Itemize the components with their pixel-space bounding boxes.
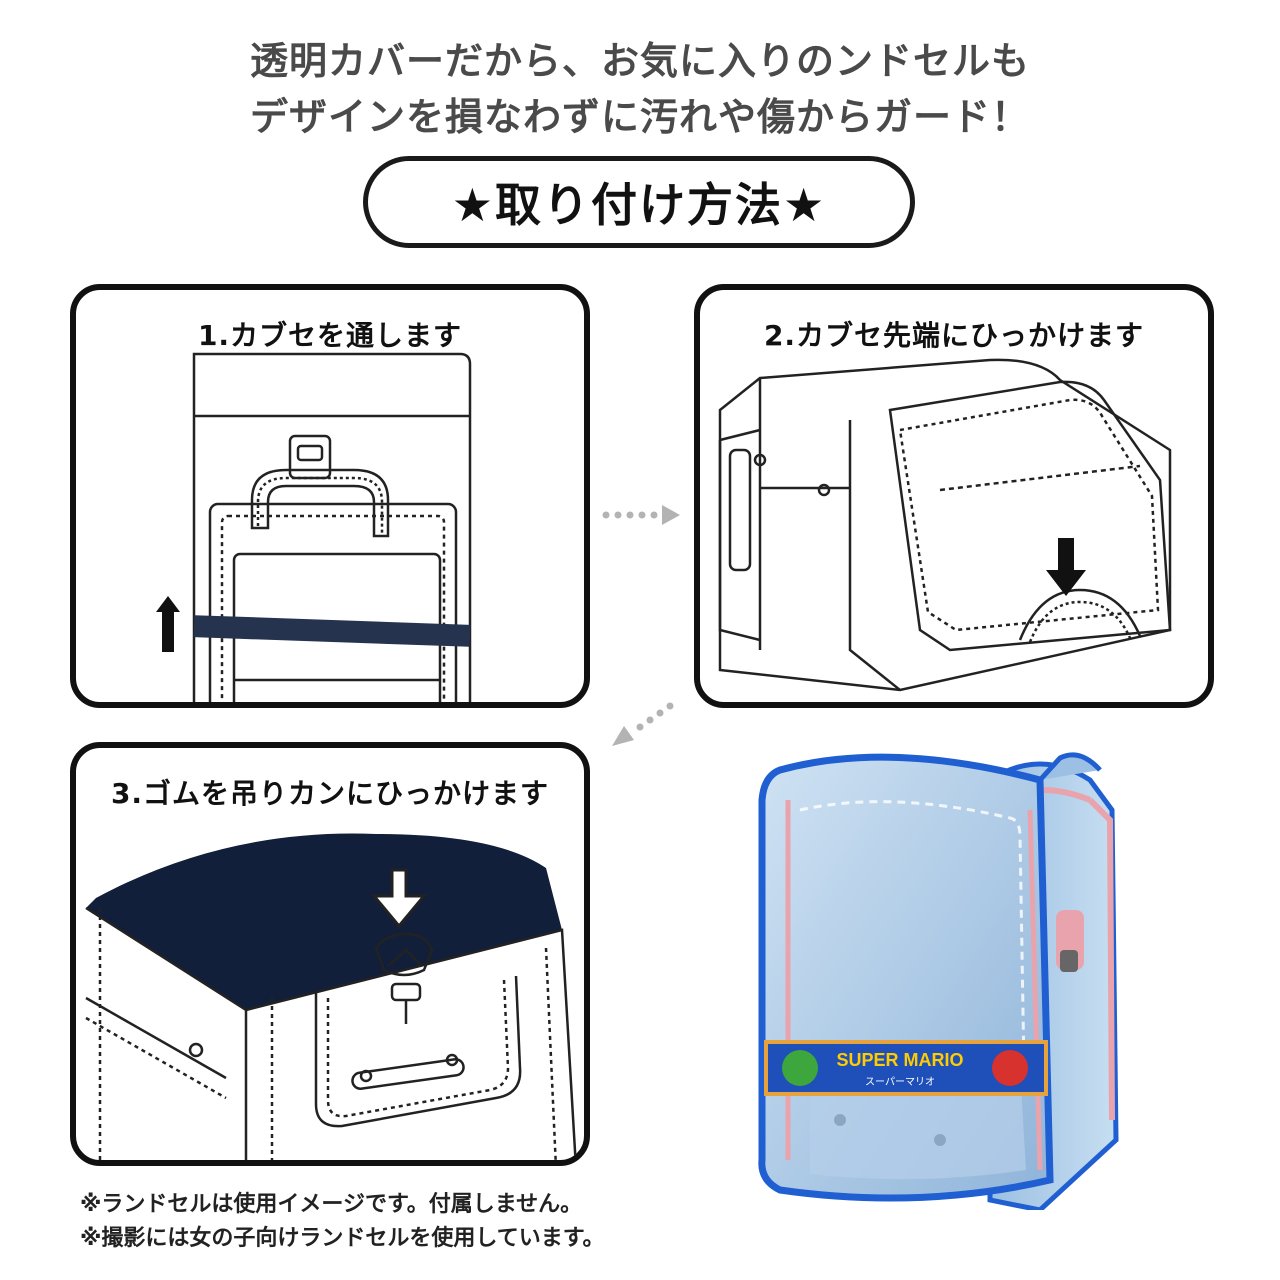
strap-brand-text: SUPER MARIO (836, 1050, 963, 1070)
headline-line-2: デザインを損なわずに汚れや傷からガード！ (249, 95, 1030, 139)
step-3-panel: 3.ゴムを吊りカンにひっかけます (70, 742, 590, 1166)
headline-line-1: 透明カバーだから、お気に入りのンドセルも (249, 39, 1030, 83)
strap-brand-jp-text: スーパーマリオ (865, 1076, 935, 1088)
next-step-arrow-icon-2 (612, 702, 674, 746)
note-2: ※撮影には女の子向けランドセルを使用しています。 (80, 1226, 605, 1251)
step-2-illustration (718, 358, 1172, 692)
next-step-arrow-icon (602, 505, 680, 525)
section-title: ★取り付け方法★ (363, 156, 915, 248)
step-1-panel: 1.カブセを通します (70, 284, 590, 708)
step-1-caption: 1.カブセを通します (197, 319, 463, 352)
step-2-panel: 2.カブセ先端にひっかけます (694, 284, 1214, 708)
step-1-illustration (156, 352, 472, 702)
note-1: ※ランドセルは使用イメージです。付属しません。 (80, 1192, 583, 1217)
step-3-illustration (85, 833, 577, 1160)
mario-strap: SUPER MARIO スーパーマリオ (764, 1040, 1048, 1096)
step-3-caption: 3.ゴムを吊りカンにひっかけます (110, 777, 550, 810)
product-photo: SUPER MARIO スーパーマリオ (758, 752, 1119, 1210)
step-2-caption: 2.カブセ先端にひっかけます (763, 319, 1145, 352)
